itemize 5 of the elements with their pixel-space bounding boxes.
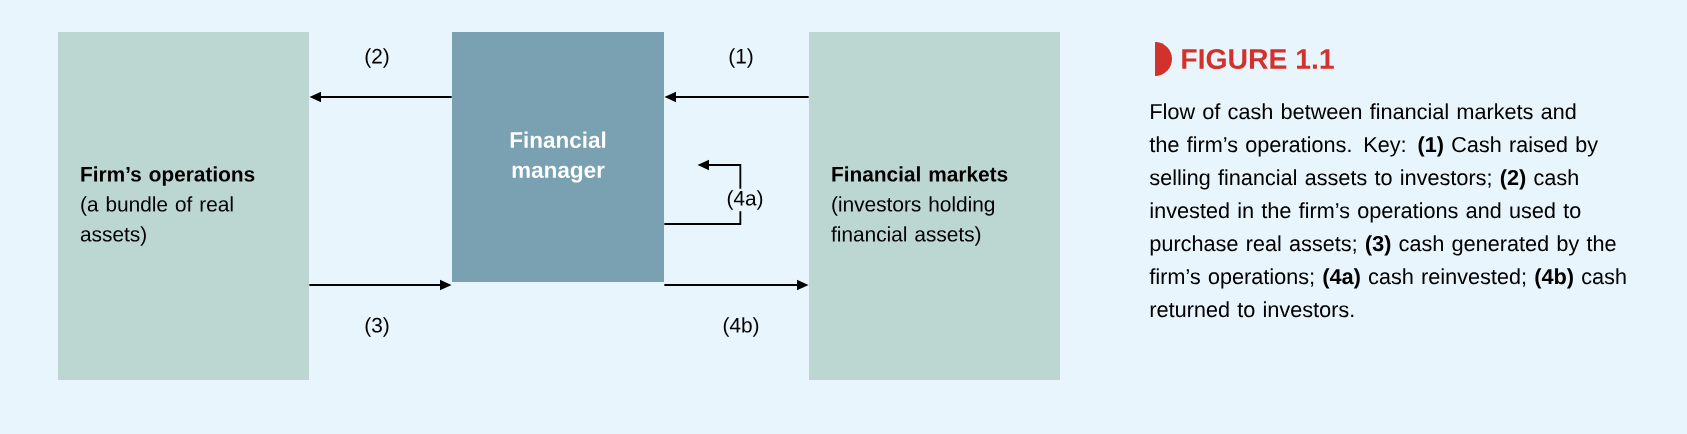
- manager-box: Financial manager: [452, 32, 664, 282]
- process-box: Financial markets (investors holding financial assets): [809, 32, 1060, 380]
- caption-text: Flow of cash between financial markets and the firm’s operations. Key: (1) Cash raised by selling financial assets to investors; (2) cash invested in the firm’s operations and used to purchase real assets; (3) cash generated by the firm’s operations; (4a) cash reinvested; (4b) cash returned to investors.: [1149, 103, 1626, 318]
- process-box: Firm’s operations (a bundle of real assets): [58, 32, 309, 380]
- figure-title: FIGURE 1.1: [1182, 48, 1334, 70]
